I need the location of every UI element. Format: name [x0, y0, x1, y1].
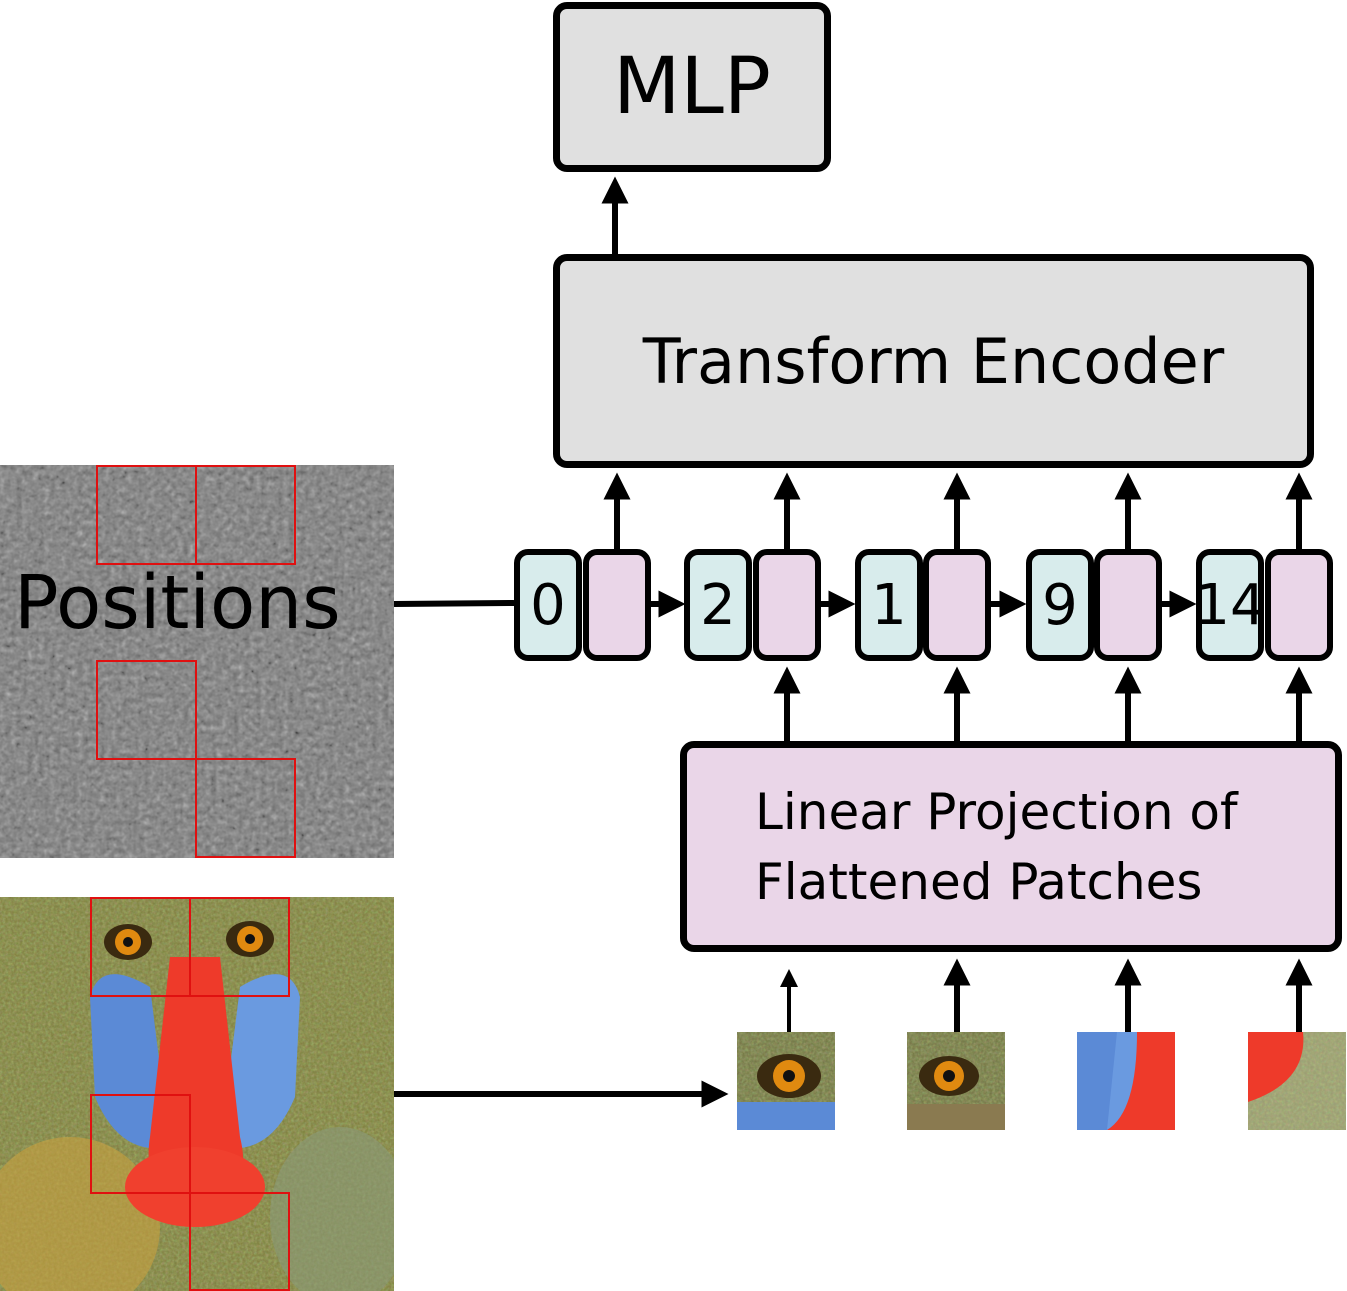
- position-embedding-token: 0: [514, 549, 582, 661]
- transformer-encoder-box: Transform Encoder: [553, 254, 1314, 468]
- encoder-label: Transform Encoder: [642, 324, 1225, 398]
- position-embedding-token: 14: [1194, 549, 1266, 661]
- position-index: 0: [530, 572, 566, 638]
- image-patch: [907, 1032, 1005, 1130]
- patch-embedding-token: [1094, 549, 1162, 661]
- position-embedding-token: 2: [684, 549, 752, 661]
- position-index: 1: [871, 572, 907, 638]
- linear-projection-box: Linear Projection of Flattened Patches: [680, 741, 1342, 952]
- position-embedding-token: 9: [1026, 549, 1094, 661]
- input-image: [0, 897, 394, 1291]
- image-patch: [1077, 1032, 1175, 1130]
- positions-label: Positions: [14, 560, 341, 646]
- patch-embedding-token: [583, 549, 651, 661]
- mlp-box: MLP: [553, 2, 831, 172]
- projection-label-line-2: Flattened Patches: [755, 852, 1203, 911]
- position-embedding-token: 1: [855, 549, 923, 661]
- positions-image: [0, 465, 394, 858]
- patch-embedding-token: [753, 549, 821, 661]
- position-index: 14: [1194, 572, 1266, 638]
- patch-embedding-token: [923, 549, 991, 661]
- image-patch: [1248, 1032, 1346, 1130]
- mlp-label: MLP: [613, 42, 771, 132]
- patch-embedding-token: [1265, 549, 1333, 661]
- position-index: 2: [700, 572, 736, 638]
- image-patch: [737, 1032, 835, 1130]
- projection-label-line-1: Linear Projection of: [755, 782, 1238, 841]
- connector-positions-to-tokens: [393, 600, 515, 607]
- position-index: 9: [1042, 572, 1078, 638]
